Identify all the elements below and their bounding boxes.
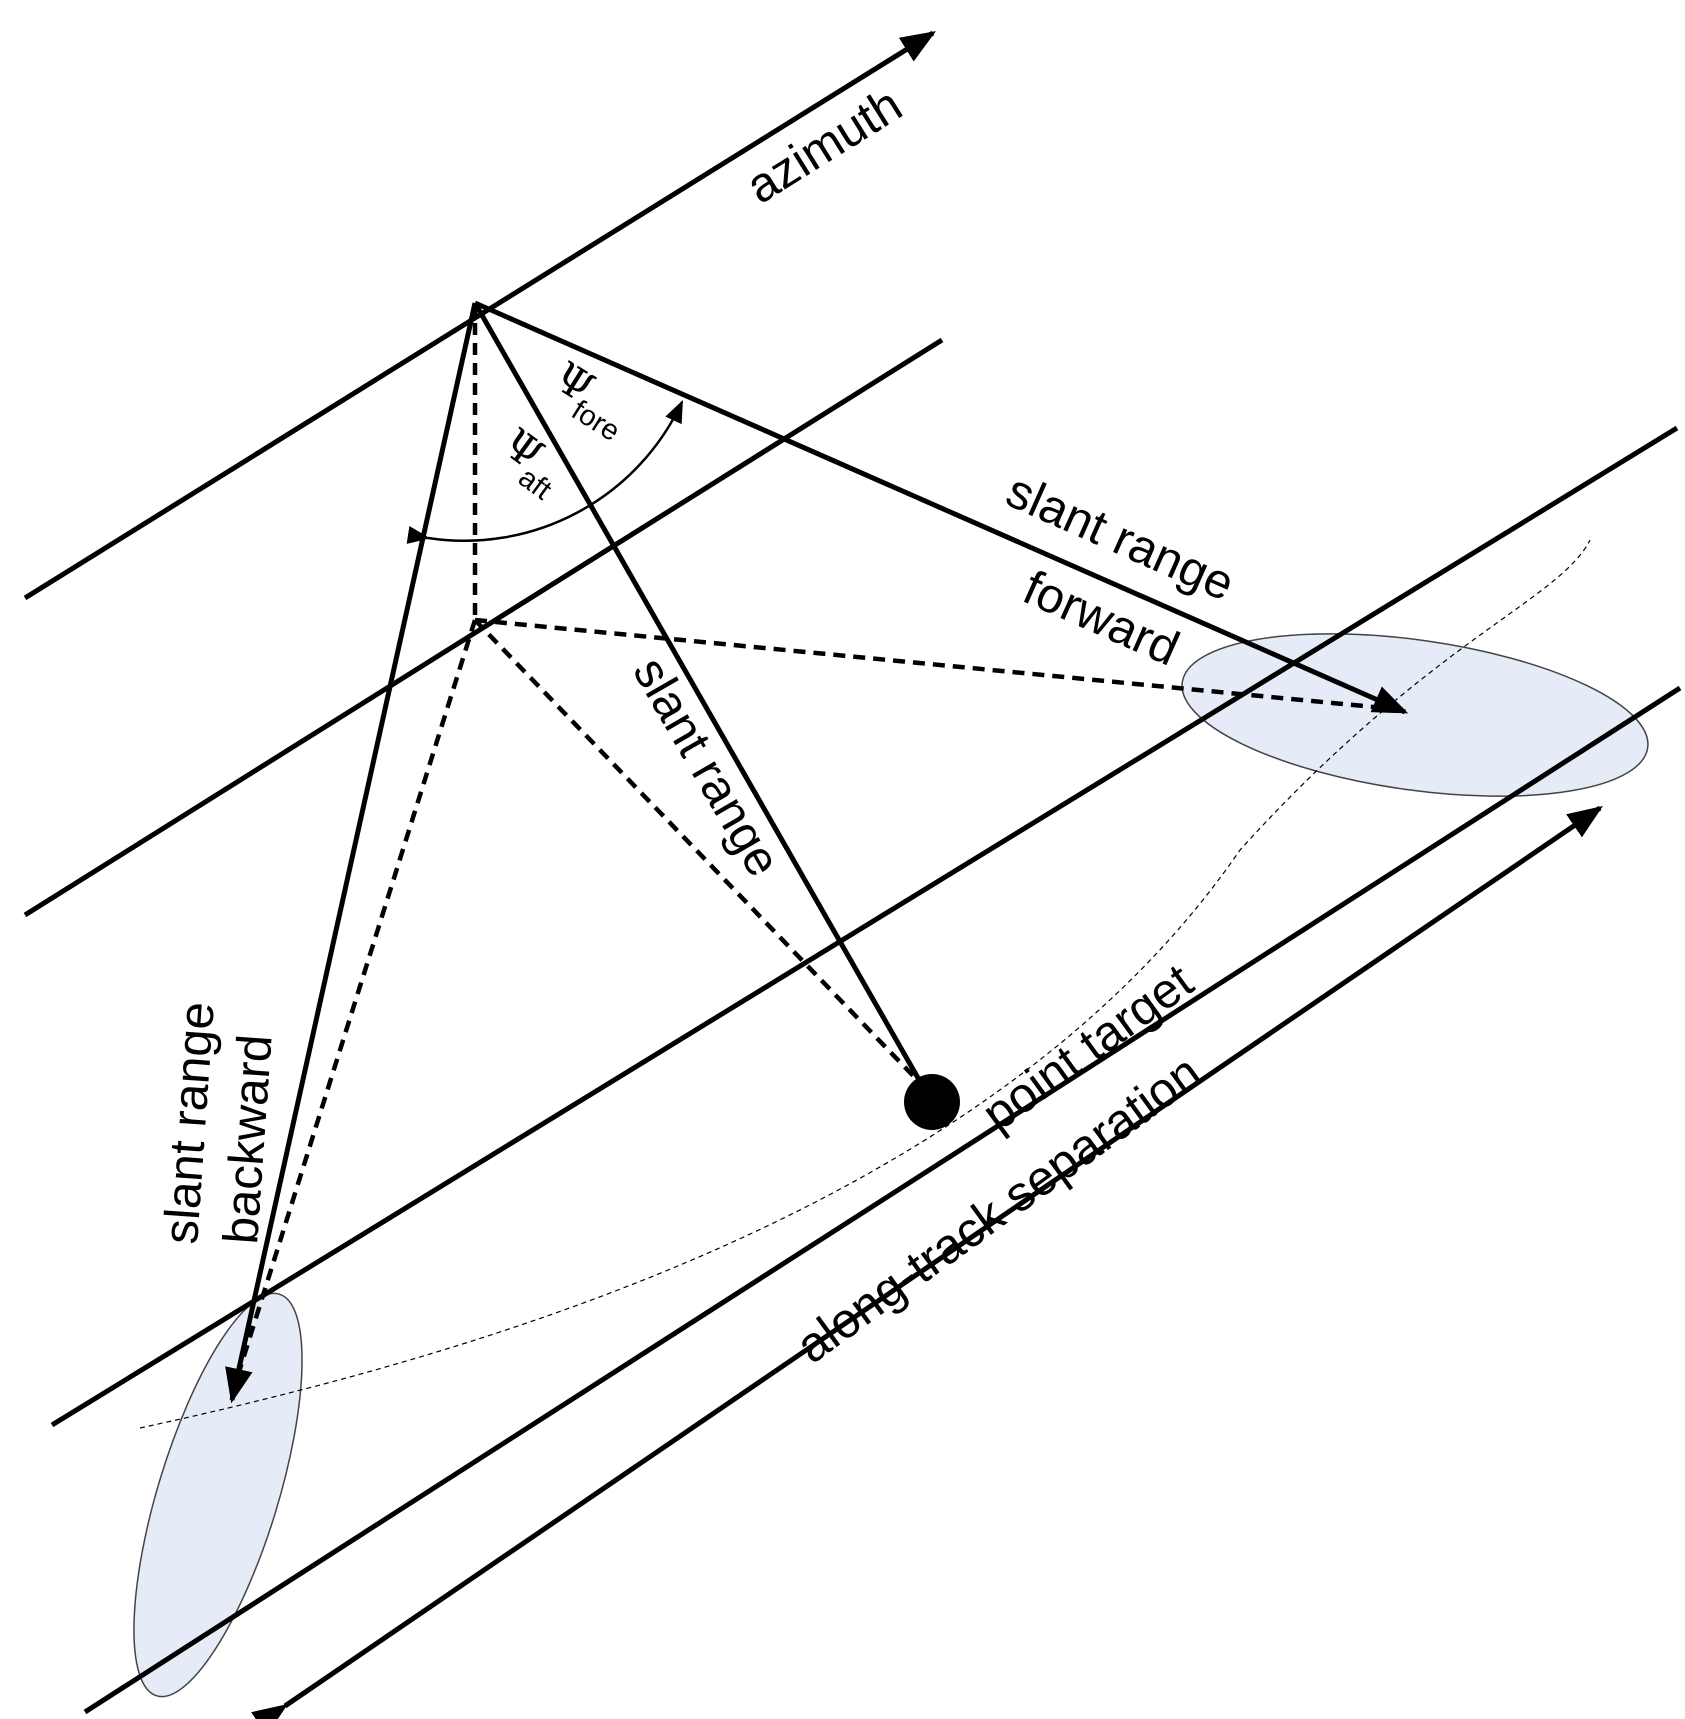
psi-fore-label: Ψ fore	[546, 352, 626, 448]
slant-range-label: slant range	[622, 649, 790, 886]
backward-footprint	[133, 1292, 303, 1698]
along-track-separation-arrow	[251, 805, 1603, 1719]
azimuth-flight-track	[23, 30, 936, 601]
ground-range-backward-dashed	[235, 619, 478, 1376]
slant-range-line	[472, 301, 925, 1087]
squint-angle-arc	[406, 399, 684, 544]
psi-aft-label: Ψ aft	[494, 418, 557, 506]
ground-range-dashed	[473, 618, 924, 1087]
point-target-dot	[904, 1074, 960, 1130]
forward-footprint	[1181, 633, 1649, 797]
ground-range-forward-dashed	[474, 617, 1406, 713]
target-track-line	[83, 685, 1682, 1715]
slant-range-backward-label-line1: slant range	[154, 1000, 225, 1246]
slant-range-forward-arrow	[473, 300, 1409, 715]
